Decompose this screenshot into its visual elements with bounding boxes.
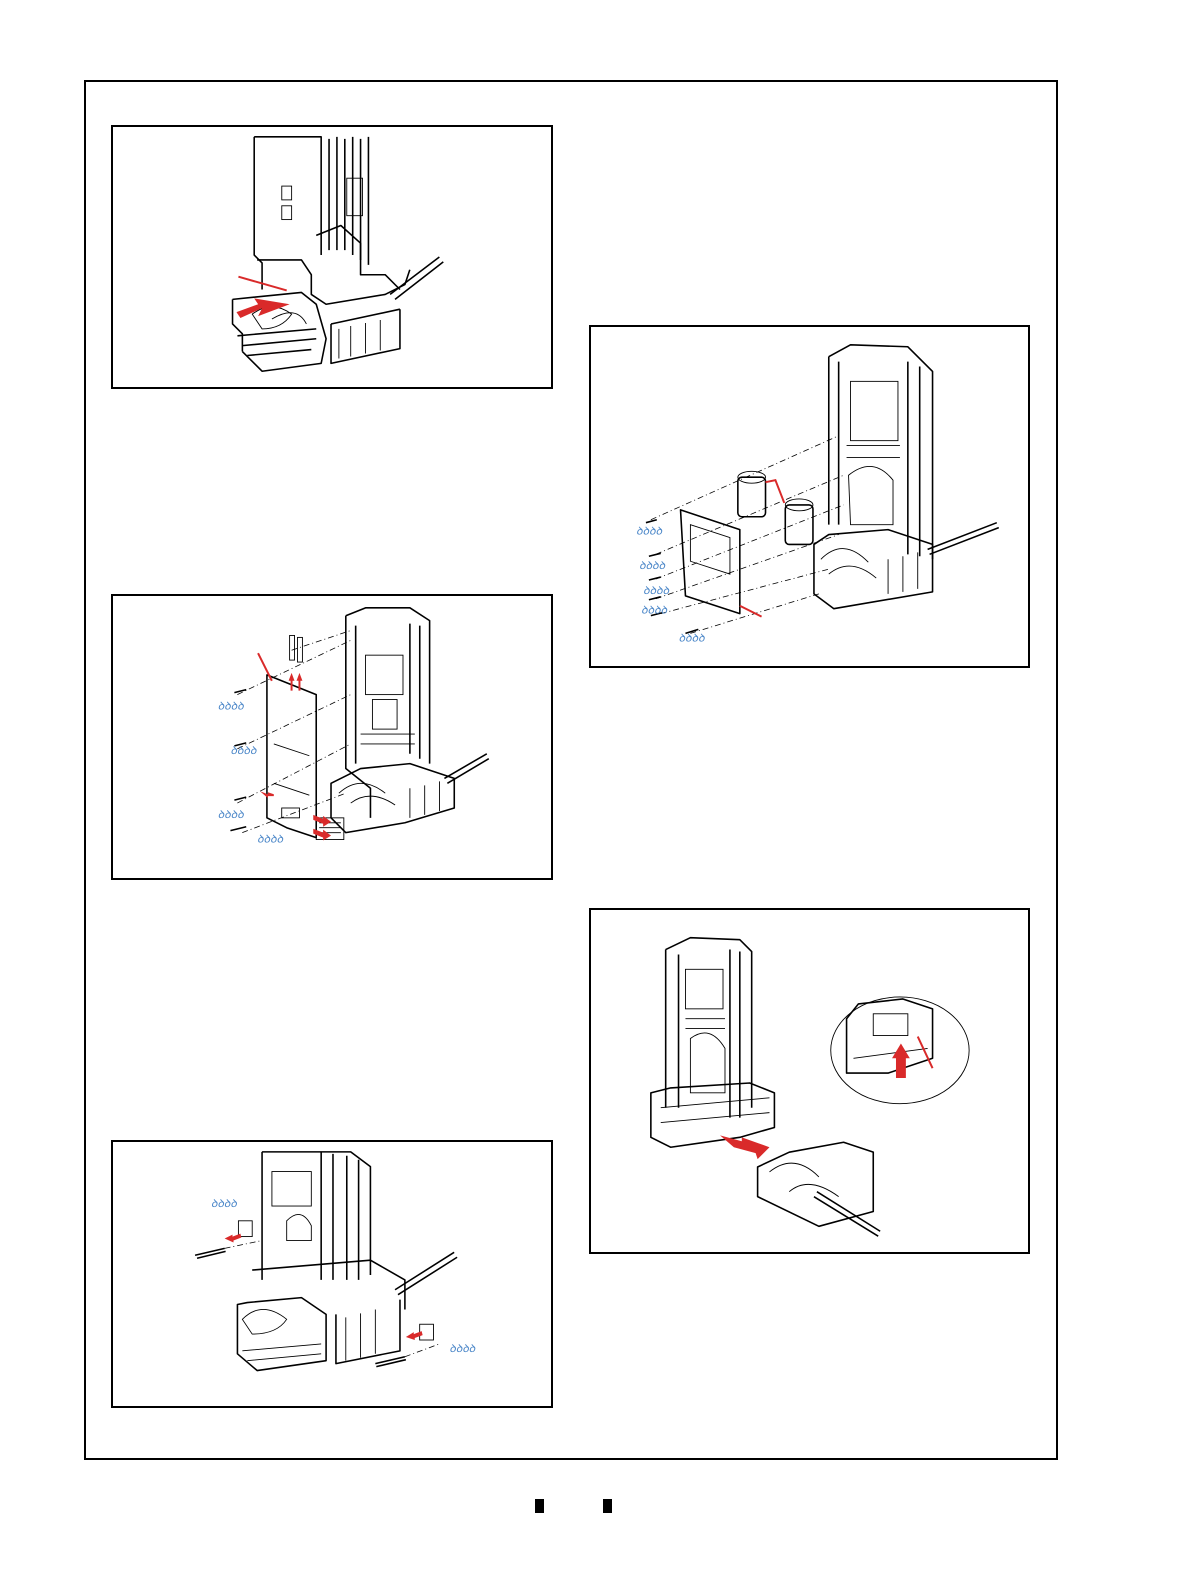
screw-rotation-icon: ꝺꝺꝺꝺ: [230, 744, 256, 757]
red-arrow-icon: [289, 673, 303, 691]
screw-rotation-icon: ꝺꝺꝺꝺ: [639, 559, 666, 572]
screw-rotation-icon: ꝺꝺꝺꝺ: [218, 699, 244, 712]
screw-rotation-icon: ꝺꝺꝺꝺ: [636, 525, 663, 538]
screw-rotation-icon: ꝺꝺꝺꝺ: [218, 808, 244, 821]
screw-rotation-icon: ꝺꝺꝺꝺ: [643, 584, 670, 597]
footer-mark: [535, 1499, 544, 1513]
screw-rotation-icon: ꝺꝺꝺꝺ: [211, 1197, 237, 1210]
figure-4-drawing: ꝺꝺꝺꝺ ꝺꝺꝺꝺ ꝺꝺꝺꝺ ꝺꝺꝺꝺ ꝺꝺꝺꝺ: [591, 327, 1028, 666]
screw-rotation-icon: ꝺꝺꝺꝺ: [449, 1342, 475, 1355]
figure-2: ꝺꝺꝺꝺ ꝺꝺꝺꝺ ꝺꝺꝺꝺ ꝺꝺꝺꝺ: [111, 594, 553, 880]
red-arrow-icon: [225, 1234, 242, 1243]
red-arrow-icon: [892, 1043, 910, 1078]
figure-3-drawing: ꝺꝺꝺꝺ ꝺꝺꝺꝺ: [113, 1142, 551, 1406]
figure-5: [589, 908, 1030, 1254]
figure-5-drawing: [591, 910, 1028, 1252]
callout-line-icon: [918, 1037, 933, 1069]
figure-1-drawing: [113, 127, 551, 387]
figure-4: ꝺꝺꝺꝺ ꝺꝺꝺꝺ ꝺꝺꝺꝺ ꝺꝺꝺꝺ ꝺꝺꝺꝺ: [589, 325, 1030, 668]
callout-line-icon: [766, 480, 785, 503]
red-arrow-icon: [406, 1331, 423, 1340]
screw-rotation-icon: ꝺꝺꝺꝺ: [257, 833, 283, 846]
figure-3: ꝺꝺꝺꝺ ꝺꝺꝺꝺ: [111, 1140, 553, 1408]
callout-line-icon: [258, 653, 272, 681]
callout-line-icon: [740, 606, 762, 617]
screw-rotation-icon: ꝺꝺꝺꝺ: [641, 604, 668, 617]
red-arrow-icon: [720, 1135, 769, 1159]
screw-rotation-icon: ꝺꝺꝺꝺ: [679, 631, 706, 644]
footer-mark: [603, 1499, 612, 1513]
figure-1: [111, 125, 553, 389]
figure-2-drawing: ꝺꝺꝺꝺ ꝺꝺꝺꝺ ꝺꝺꝺꝺ ꝺꝺꝺꝺ: [113, 596, 551, 878]
